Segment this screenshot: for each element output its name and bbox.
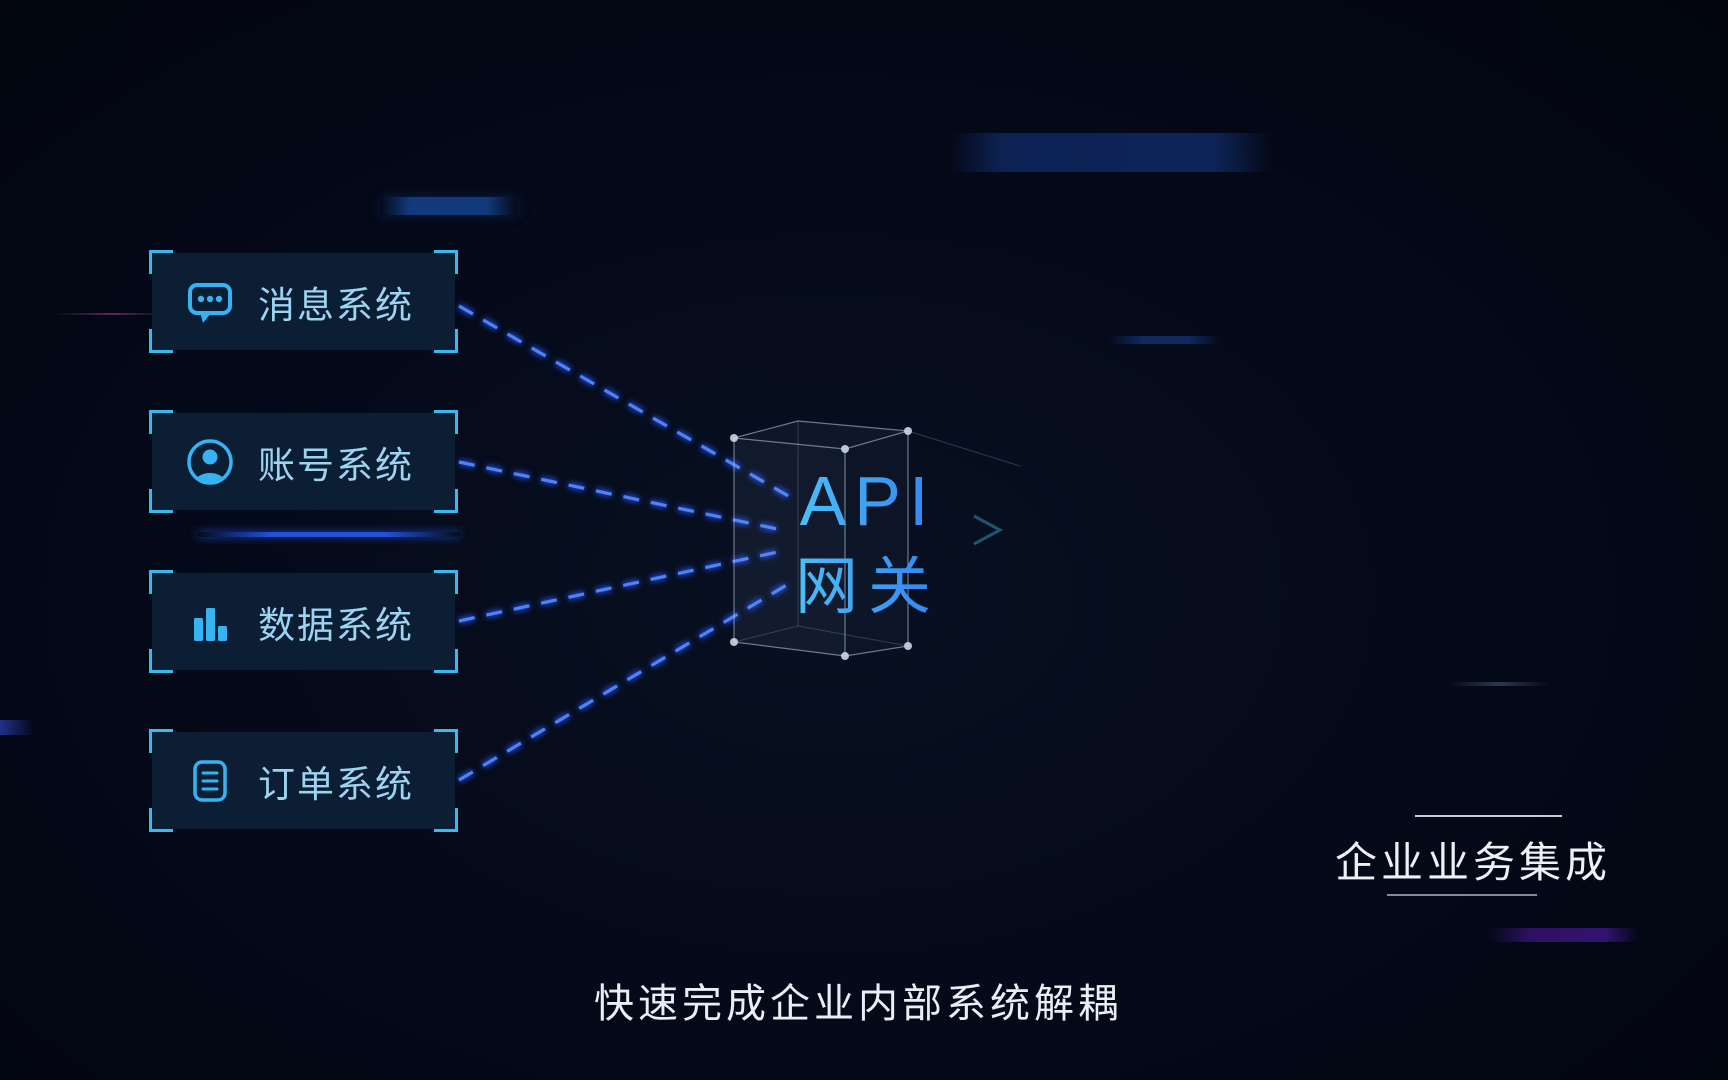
bg-streak-left-edge	[0, 720, 34, 735]
caption-text: 快速完成企业内部系统解耦	[594, 982, 1122, 1026]
system-label: 账号系统	[258, 444, 414, 486]
corner-bracket	[149, 250, 173, 274]
corner-bracket	[434, 808, 458, 832]
side-title-line-bottom	[1387, 894, 1537, 896]
connection-line-3	[458, 549, 783, 623]
side-title: 企业业务集成	[1335, 839, 1612, 886]
api-gateway-label-line1: API	[762, 466, 974, 536]
connection-line-2	[458, 460, 783, 532]
corner-bracket	[149, 729, 173, 753]
chat-icon	[188, 282, 232, 323]
bg-streak-right-faint	[1448, 682, 1550, 686]
output-chevron-icon	[973, 514, 1004, 546]
connection-lines-glow	[457, 303, 792, 783]
api-gateway-label-line2: 网关	[762, 556, 974, 619]
system-box-data: 数据系统	[149, 570, 458, 673]
system-box-order: 订单系统	[149, 729, 458, 832]
corner-bracket	[434, 649, 458, 673]
corner-bracket	[434, 570, 458, 594]
bg-glow-line	[197, 532, 460, 537]
api-gateway-cube	[730, 420, 1021, 660]
corner-bracket	[434, 489, 458, 513]
bg-streak-mid-right	[1109, 336, 1221, 344]
system-label: 订单系统	[258, 763, 414, 805]
corner-bracket	[434, 729, 458, 753]
connection-line-1	[458, 304, 791, 499]
bg-streak-top	[950, 133, 1272, 172]
corner-bracket	[149, 489, 173, 513]
side-title-line-top	[1415, 815, 1562, 817]
corner-bracket	[434, 250, 458, 274]
corner-bracket	[149, 649, 173, 673]
system-box-message: 消息系统	[149, 250, 458, 353]
corner-bracket	[434, 410, 458, 434]
corner-bracket	[434, 329, 458, 353]
system-label: 数据系统	[258, 604, 414, 646]
system-box-account: 账号系统	[149, 410, 458, 513]
bg-streak-purple	[1488, 928, 1638, 942]
system-label: 消息系统	[258, 284, 414, 326]
corner-bracket	[149, 329, 173, 353]
user-icon	[187, 438, 233, 485]
corner-bracket	[149, 410, 173, 434]
bar-chart-icon	[194, 607, 227, 641]
corner-bracket	[149, 808, 173, 832]
document-icon	[193, 759, 227, 802]
connection-line-4	[458, 581, 791, 782]
bg-streak-top-left	[380, 197, 517, 215]
connection-lines	[458, 304, 791, 782]
corner-bracket	[149, 570, 173, 594]
